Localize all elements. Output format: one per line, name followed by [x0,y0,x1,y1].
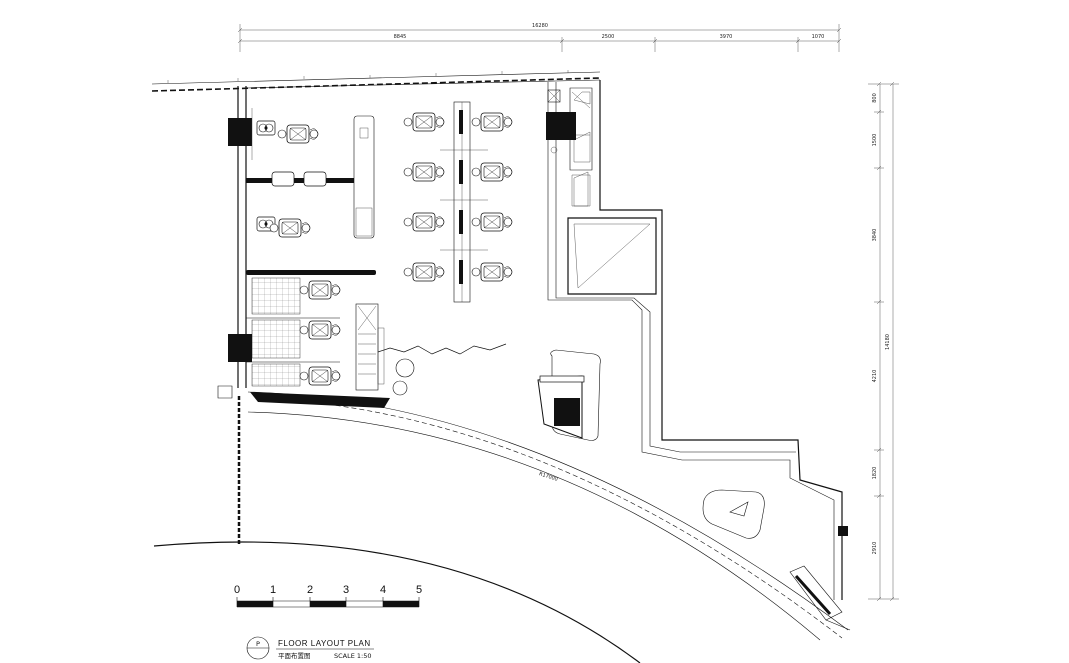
reception-desk [537,349,601,441]
curved-facade: R17000 [153,391,849,663]
dim-top-seg-3: 3970 [720,34,733,40]
dim-right-seg-2: 1500 [872,134,878,147]
column-left-bottom [228,334,252,362]
column-left-top [228,118,252,146]
column-right [546,112,576,140]
dim-right-seg-5: 1820 [872,467,878,480]
scale-tick-2: 2 [307,584,313,596]
dim-right-seg-3: 3840 [872,229,878,242]
right-dimension-lines: 800 1500 3840 4210 1820 2910 14180 [868,81,899,602]
plan-title-en: FLOOR LAYOUT PLAN [278,639,371,648]
dim-top-total: 16280 [532,23,548,29]
title-symbol: P [256,640,260,648]
building-outline [151,70,851,631]
top-dimension-lines: 16280 8845 2500 3970 1070 [237,23,842,52]
curve-radius-label: R17000 [538,471,558,483]
title-block: P FLOOR LAYOUT PLAN 平面布置图 SCALE 1:50 [246,636,374,660]
dim-top-seg-4: 1070 [812,34,825,40]
scale-bar: 0 1 2 3 4 5 [234,584,422,608]
dim-right-seg-6: 2910 [872,542,878,555]
scale-tick-5: 5 [416,584,422,596]
plan-title-cn: 平面布置图 [278,651,311,660]
scale-tick-0: 0 [234,584,240,596]
dim-top-seg-2: 2500 [602,34,615,40]
scale-tick-1: 1 [270,584,276,596]
central-workstations [403,101,513,303]
dim-right-seg-1: 800 [872,93,878,103]
dim-top-seg-1: 8845 [394,34,407,40]
scale-tick-4: 4 [380,584,386,596]
scale-tick-3: 3 [343,584,349,596]
dim-right-seg-4: 4210 [872,370,878,383]
dim-right-total: 14180 [885,334,891,350]
plan-scale: SCALE 1:50 [334,652,372,660]
left-rooms [246,108,507,396]
